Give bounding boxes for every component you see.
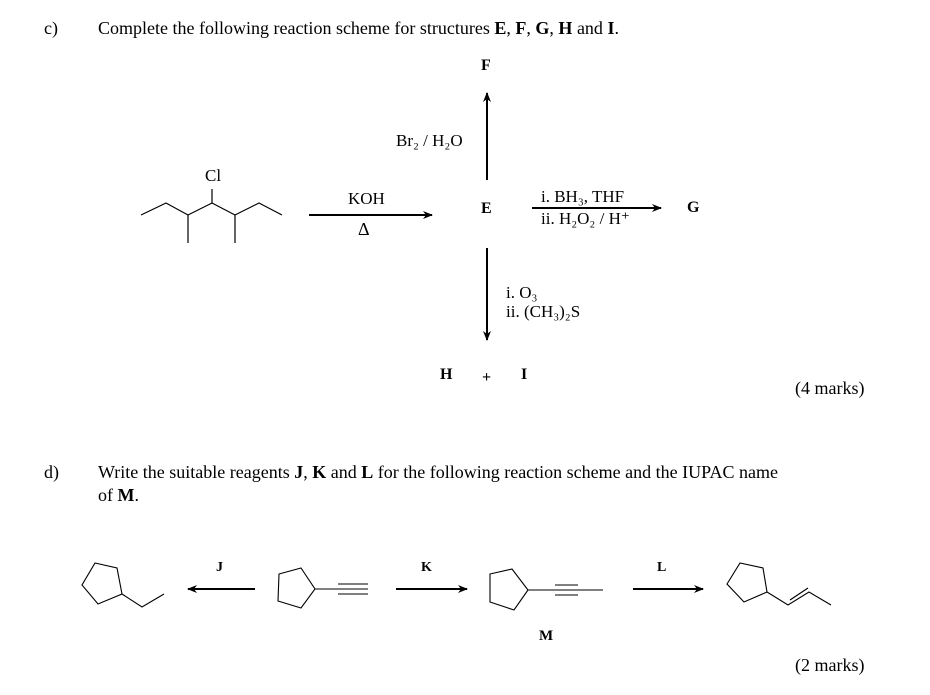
reagent-dms: ii. (CH₃)₂S [506, 302, 581, 321]
chloro-substituent: Cl [205, 166, 222, 185]
q-text: , [303, 462, 313, 482]
label-i: I [521, 366, 528, 383]
q-m: M [117, 485, 135, 505]
label-h: H [440, 366, 453, 383]
ethynylcyclopentane-structure [277, 567, 368, 609]
label-g: G [687, 199, 700, 216]
q-text: and [572, 18, 608, 38]
part-d-number: d) [44, 462, 59, 482]
label-m: M [539, 628, 554, 644]
reagent-bh3-thf: i. BH₃, THF [541, 187, 625, 206]
part-d-question-line1: Write the suitable reagents J, K and L f… [98, 463, 778, 481]
q-text: , [506, 18, 516, 38]
propynylcyclopentane-structure [489, 568, 603, 611]
q-text: for the following reaction scheme and th… [373, 462, 778, 482]
q-text: Complete the following reaction scheme f… [98, 18, 495, 38]
reagent-br2-h2o: Br₂ / H₂O [396, 131, 463, 150]
part-c-question: Complete the following reaction scheme f… [98, 19, 619, 37]
propenylcyclopentane-structure [726, 562, 832, 606]
q-j: J [294, 462, 304, 482]
heat-symbol: Δ [358, 219, 370, 239]
q-i: I [607, 18, 615, 38]
reagent-koh: KOH [348, 189, 385, 208]
q-h: H [558, 18, 573, 38]
reagent-o3: i. O₃ [506, 283, 538, 302]
chloroalkane-structure [140, 189, 283, 243]
q-e: E [494, 18, 507, 38]
q-g: G [535, 18, 550, 38]
label-f: F [481, 57, 491, 74]
q-text: Write the suitable reagents [98, 462, 295, 482]
q-text: , [549, 18, 559, 38]
q-text: , [526, 18, 536, 38]
label-j: J [216, 560, 223, 575]
q-text: . [134, 485, 140, 505]
label-e: E [481, 200, 492, 217]
part-c-number: c) [44, 18, 58, 38]
ethylcyclopentane-structure [81, 562, 165, 608]
q-text: . [614, 18, 619, 38]
q-f: F [515, 18, 527, 38]
q-l: L [361, 462, 374, 482]
part-c-marks: (4 marks) [795, 378, 865, 398]
reagent-h2o2: ii. H₂O₂ / H⁺ [541, 209, 630, 228]
q-text: and [326, 462, 362, 482]
q-k: K [312, 462, 327, 482]
part-d-question-line2: of M. [98, 486, 139, 504]
plus-sign: + [482, 369, 492, 386]
label-k: K [421, 560, 432, 575]
label-l: L [657, 560, 667, 575]
q-text: of [98, 485, 118, 505]
part-d-marks: (2 marks) [795, 655, 865, 675]
